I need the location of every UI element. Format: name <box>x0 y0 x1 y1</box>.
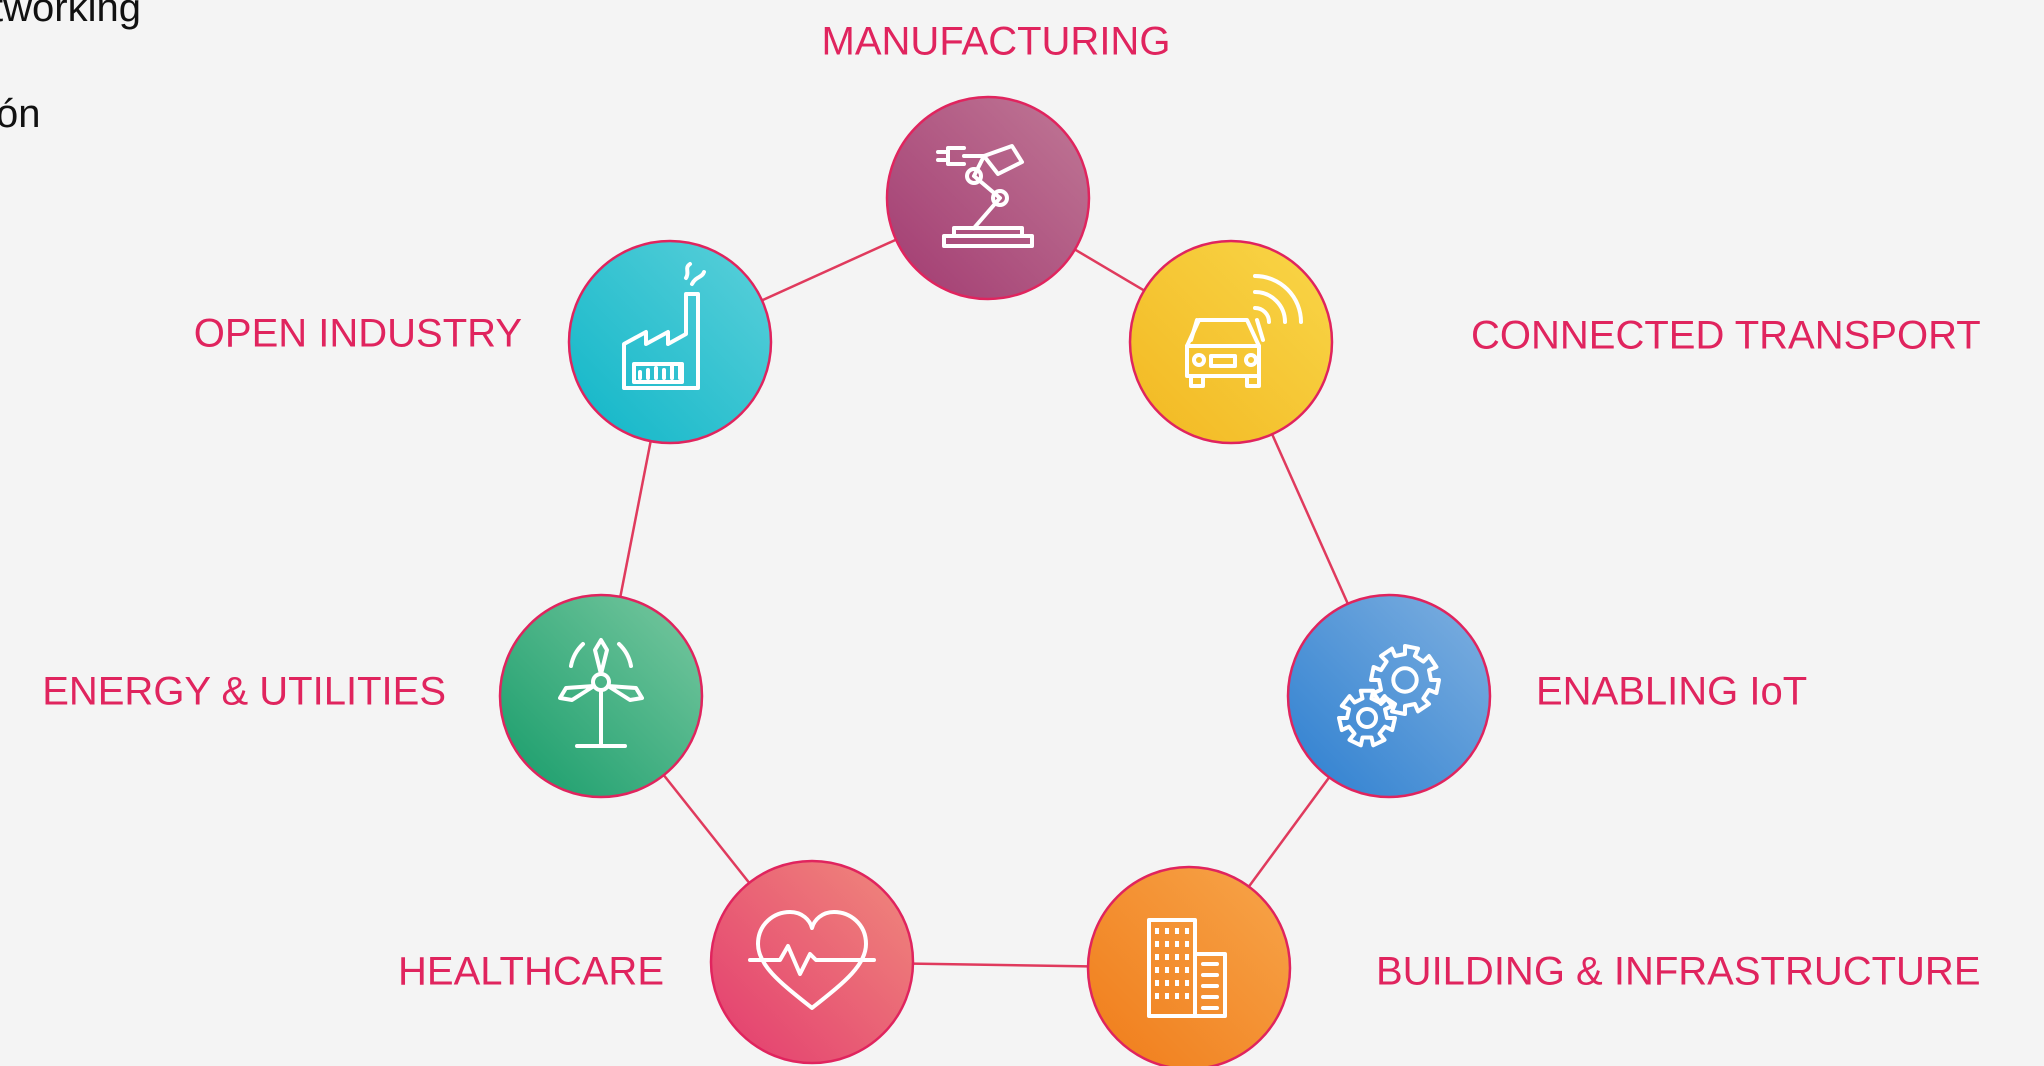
label-connected-transport: CONNECTED TRANSPORT <box>1471 314 1981 358</box>
node-circle-connected-transport <box>1128 239 1334 445</box>
node-manufacturing: MANUFACTURING <box>822 20 1171 301</box>
cropped-text-line-1: tworking <box>0 0 141 30</box>
node-circle-manufacturing <box>885 95 1091 301</box>
node-enabling-iot: ENABLING IoT <box>1286 593 1807 799</box>
node-open-industry: OPEN INDUSTRY <box>194 239 773 445</box>
node-energy-utilities: ENERGY & UTILITIES <box>42 593 704 799</box>
label-enabling-iot: ENABLING IoT <box>1536 670 1807 714</box>
cropped-text-line-2: ón <box>0 92 41 136</box>
node-circle-enabling-iot <box>1286 593 1492 799</box>
label-open-industry: OPEN INDUSTRY <box>194 312 522 356</box>
label-building-infrastructure: BUILDING & INFRASTRUCTURE <box>1376 950 1981 994</box>
factory-icon <box>622 262 706 390</box>
label-healthcare: HEALTHCARE <box>398 950 664 994</box>
buildings-icon <box>1147 918 1227 1018</box>
node-building-infrastructure: BUILDING & INFRASTRUCTURE <box>1086 865 1981 1066</box>
connected-car-icon <box>1185 274 1303 388</box>
node-healthcare: HEALTHCARE <box>398 859 915 1065</box>
node-circle-healthcare <box>709 859 915 1065</box>
node-circle-building-infrastructure <box>1086 865 1292 1066</box>
wind-turbine-icon <box>558 638 644 748</box>
label-manufacturing: MANUFACTURING <box>822 20 1171 64</box>
gears-icon <box>1337 644 1441 748</box>
node-connected-transport: CONNECTED TRANSPORT <box>1128 239 1981 445</box>
node-group: MANUFACTURING CONNECTED TRANSPORT ENABLING… <box>42 20 1981 1066</box>
label-energy-utilities: ENERGY & UTILITIES <box>42 670 446 714</box>
heartbeat-icon <box>748 910 876 1010</box>
robot-arm-icon <box>936 144 1034 248</box>
